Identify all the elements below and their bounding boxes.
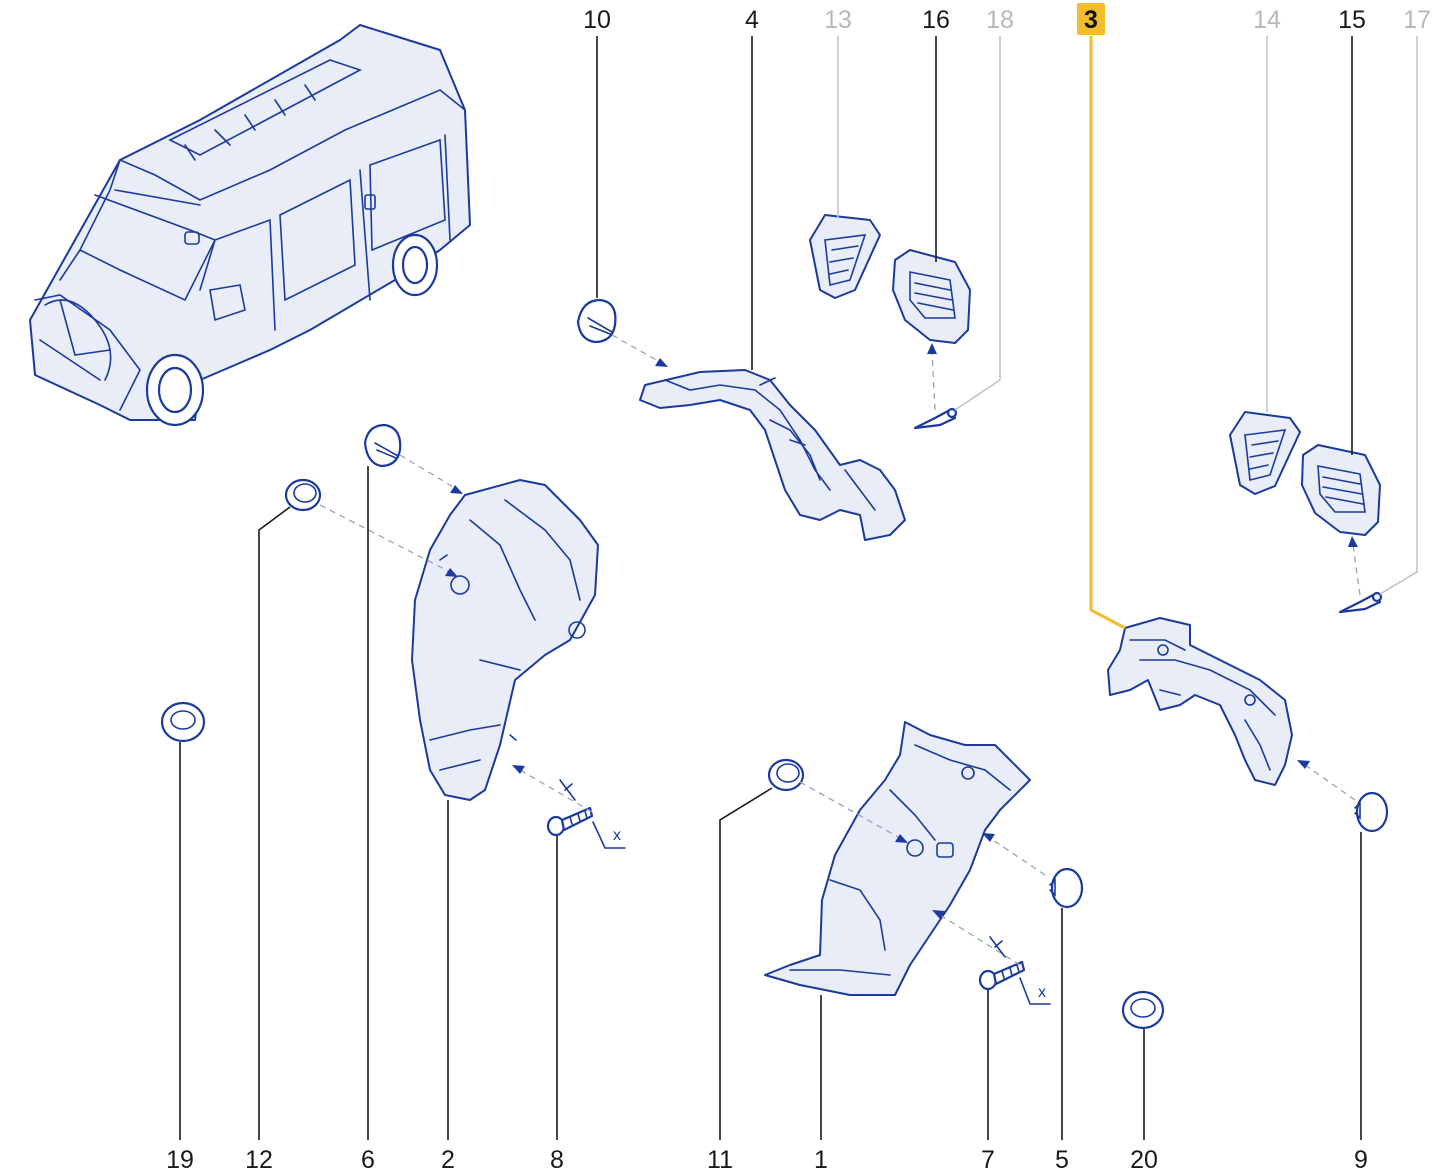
callout-18[interactable]: 18 [986, 6, 1014, 34]
callout-6[interactable]: 6 [361, 1146, 375, 1173]
callout-13[interactable]: 13 [824, 6, 852, 34]
callout-17[interactable]: 17 [1403, 6, 1431, 34]
part-10-clip[interactable] [576, 298, 617, 344]
assembly-lines [319, 334, 1361, 966]
callout-11[interactable]: 11 [707, 1146, 733, 1173]
part-13-vent-frame[interactable] [809, 214, 881, 299]
callout-14[interactable]: 14 [1253, 6, 1281, 34]
callout-4[interactable]: 4 [745, 6, 759, 34]
svg-text:x: x [1038, 984, 1046, 1001]
part-3-wheel-arch-liner[interactable] [1107, 617, 1293, 786]
part-6-clip[interactable] [363, 423, 402, 468]
svg-text:x: x [613, 827, 621, 844]
part-16-vent-grille[interactable] [892, 249, 971, 344]
part-1-rear-mudguard[interactable] [764, 721, 1031, 996]
part-12-grommet[interactable] [284, 478, 322, 512]
callout-1[interactable]: 1 [814, 1146, 828, 1173]
part-7-screw[interactable] [978, 960, 1026, 991]
part-5-push-rivet[interactable] [1049, 867, 1084, 909]
part-2-front-mudguard[interactable] [411, 479, 599, 801]
callout-8[interactable]: 8 [550, 1146, 564, 1173]
part-19-grommet[interactable] [160, 701, 206, 743]
part-9-push-rivet[interactable] [1354, 791, 1389, 833]
callout-20[interactable]: 20 [1130, 1146, 1158, 1173]
part-17-rivet[interactable] [1338, 591, 1383, 614]
part-15-vent-grille[interactable] [1301, 444, 1381, 536]
callout-5[interactable]: 5 [1055, 1146, 1069, 1173]
part-18-rivet[interactable] [913, 407, 958, 430]
callout-labels: 10 4 13 16 18 3 14 15 17 19 12 6 2 8 11 … [166, 3, 1431, 1173]
part-20-grommet[interactable] [1121, 990, 1165, 1030]
part-14-vent-frame[interactable] [1229, 411, 1301, 495]
part-8-screw[interactable] [546, 806, 594, 837]
fastener-mark-left: x [559, 779, 626, 849]
leader-lines [179, 36, 1418, 1140]
callout-9[interactable]: 9 [1354, 1146, 1368, 1173]
callout-2[interactable]: 2 [441, 1146, 455, 1173]
callout-3[interactable]: 3 [1084, 6, 1098, 34]
part-11-grommet[interactable] [767, 758, 805, 792]
van-illustration [29, 24, 471, 427]
callout-16[interactable]: 16 [922, 6, 950, 34]
callout-15[interactable]: 15 [1338, 6, 1366, 34]
part-4-wheel-arch-liner[interactable] [639, 369, 906, 541]
callout-10[interactable]: 10 [583, 6, 611, 34]
callout-12[interactable]: 12 [245, 1146, 273, 1173]
callout-3-highlight [1077, 3, 1105, 35]
fastener-mark-right: x [989, 936, 1051, 1005]
callout-19[interactable]: 19 [166, 1146, 194, 1173]
callout-7[interactable]: 7 [981, 1146, 995, 1173]
